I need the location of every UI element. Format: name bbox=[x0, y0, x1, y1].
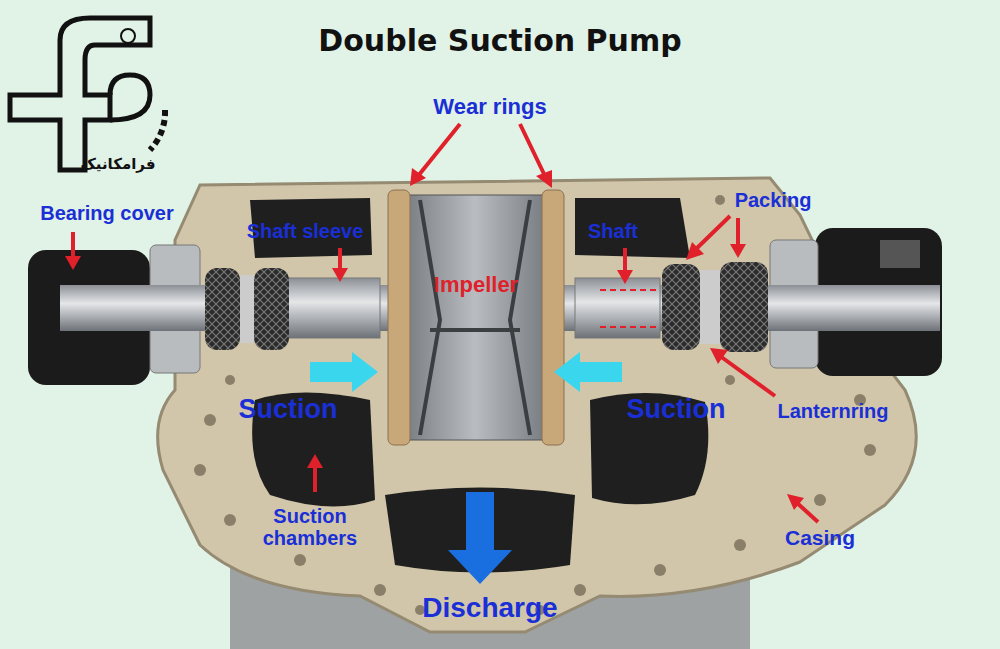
packing-ring bbox=[254, 268, 289, 350]
flow-arrow bbox=[310, 352, 378, 392]
wear-ring bbox=[388, 190, 410, 445]
flow-label: Suction bbox=[239, 395, 338, 425]
packing-ring bbox=[720, 262, 768, 352]
flow-label: Suction bbox=[627, 395, 726, 425]
part-label: Suction chambers bbox=[255, 505, 365, 549]
part-label: Casing bbox=[785, 526, 855, 549]
part-label: Shaft sleeve bbox=[247, 220, 364, 242]
diagram-title: Double Suction Pump bbox=[318, 24, 681, 57]
part-label: Lanternring bbox=[777, 400, 888, 422]
leader-arrows bbox=[65, 124, 818, 522]
logo bbox=[10, 18, 165, 170]
bolt-holes bbox=[194, 195, 876, 615]
flow-label: Discharge bbox=[422, 593, 557, 624]
casing-plate bbox=[158, 178, 917, 632]
watermark: فرامکانیک bbox=[80, 156, 155, 173]
part-label: Impeller bbox=[434, 273, 518, 297]
flow-arrow bbox=[448, 492, 512, 584]
wear-ring bbox=[542, 190, 564, 445]
part-label: Bearing cover bbox=[40, 202, 173, 224]
part-label: Wear rings bbox=[433, 95, 546, 119]
lantern-ring bbox=[700, 270, 720, 344]
part-label: Packing bbox=[735, 189, 812, 211]
flow-arrow bbox=[554, 352, 622, 392]
bearing-plate bbox=[880, 240, 920, 268]
shaft-sleeve bbox=[575, 278, 660, 338]
packing-ring bbox=[662, 264, 700, 350]
shaft-sleeve bbox=[285, 278, 380, 338]
packing-ring bbox=[205, 268, 240, 350]
part-label: Shaft bbox=[588, 220, 638, 242]
lantern-ring bbox=[240, 275, 254, 343]
impeller bbox=[395, 195, 555, 440]
